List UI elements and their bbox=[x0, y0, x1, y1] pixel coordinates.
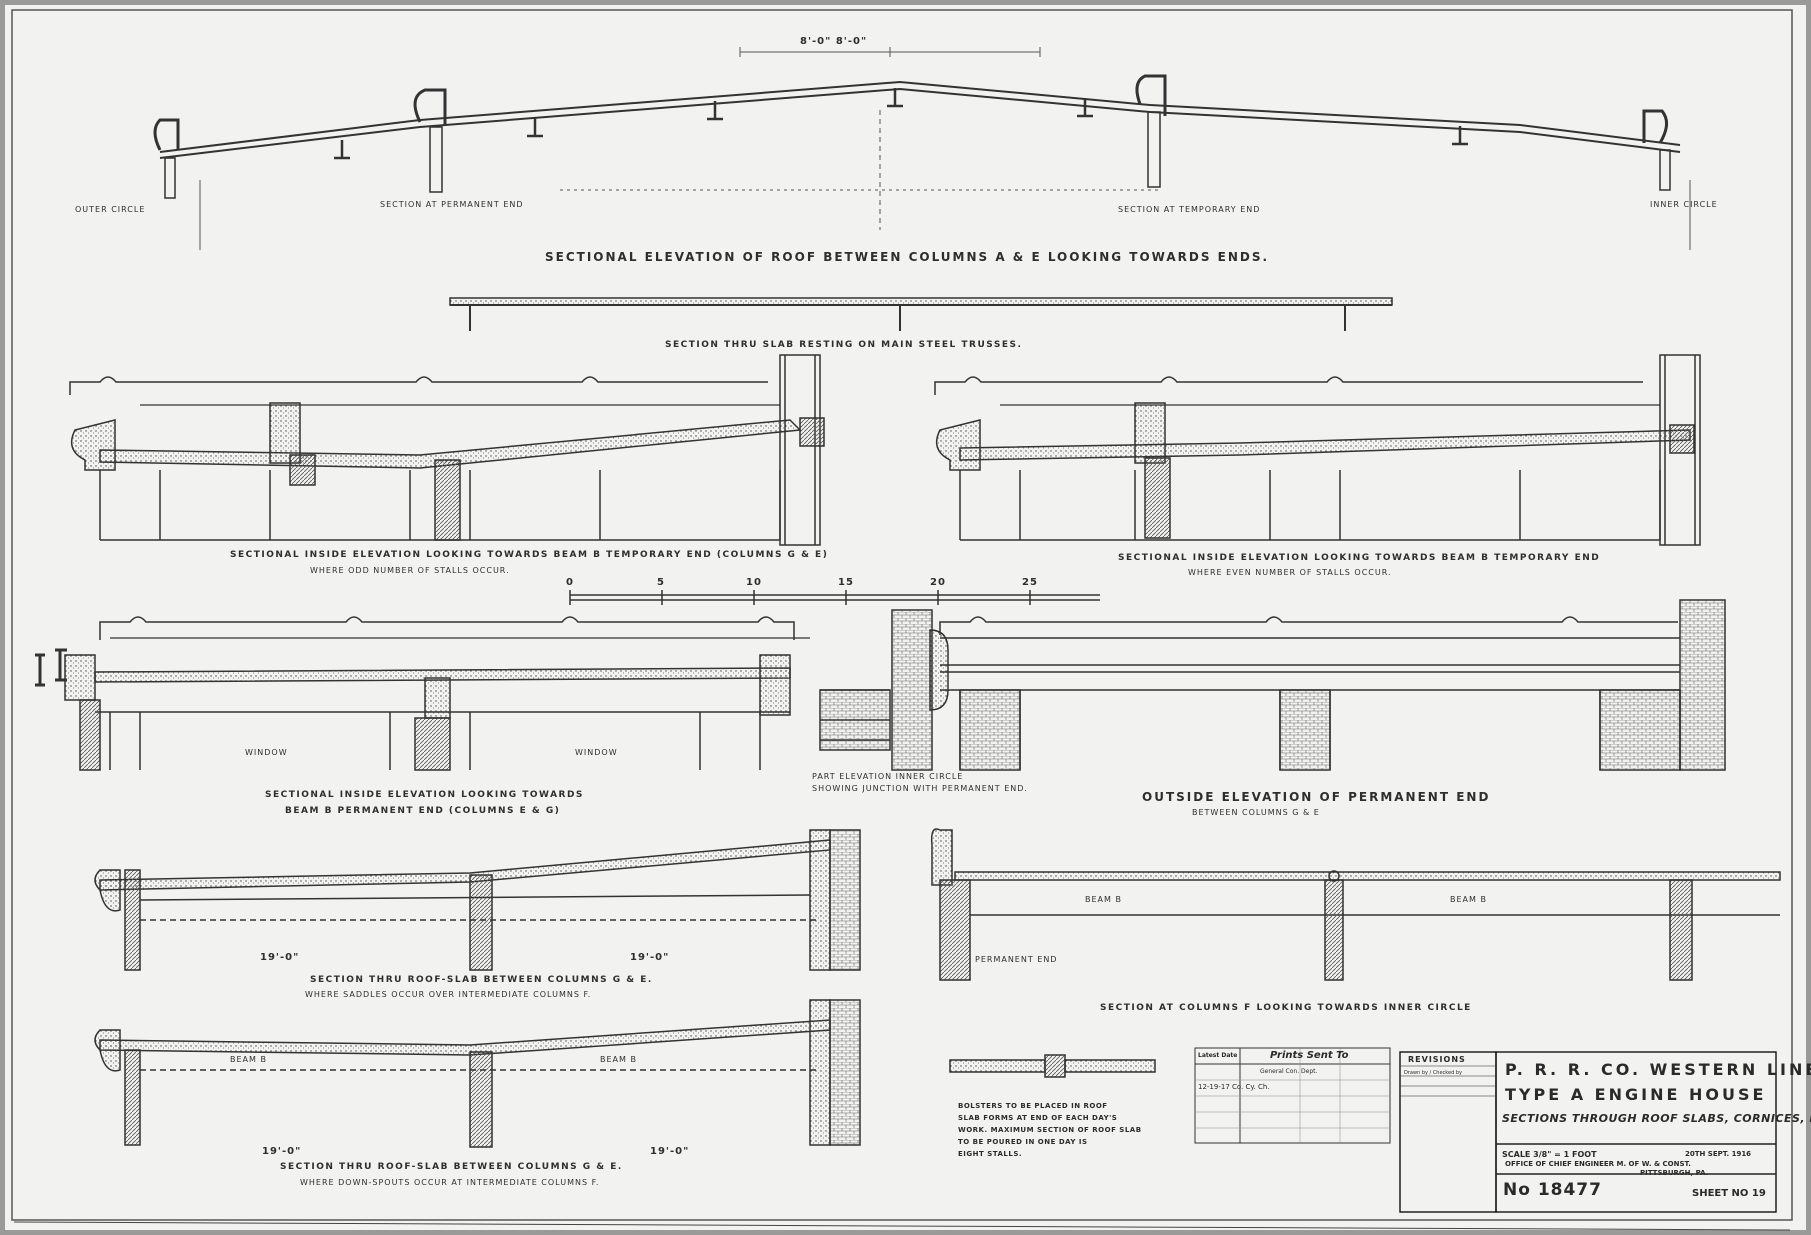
label-window-left: Window bbox=[245, 748, 288, 757]
scale-tick-15: 15 bbox=[838, 577, 854, 588]
slab-section-drawing bbox=[449, 297, 1393, 331]
subtitle-perm-end-inside: Beam B Permanent End (Columns E & G) bbox=[285, 806, 561, 816]
title-company: P. R. R. Co. Western Lines bbox=[1505, 1060, 1811, 1079]
label-beam-b-left: Beam B bbox=[1085, 895, 1122, 904]
title-section-saddles: Section thru Roof-Slab between Columns G… bbox=[310, 975, 653, 985]
temp-end-odd-drawing bbox=[69, 354, 825, 546]
label-part-elevation: Part Elevation Inner Circle bbox=[812, 772, 964, 781]
title-subject: Sections through Roof Slabs, Cornices, e… bbox=[1502, 1112, 1811, 1125]
subtitle-section-saddles: Where saddles occur over intermediate Co… bbox=[305, 990, 592, 999]
prints-sent-row: 12-19-17 Co. Cy. Ch. bbox=[1198, 1083, 1270, 1091]
subtitle-temp-end-even: Where even number of stalls occur. bbox=[1188, 568, 1392, 577]
slab-note-line: work. Maximum section of roof slab bbox=[958, 1126, 1142, 1134]
scale-tick-20: 20 bbox=[930, 577, 946, 588]
dim-19-c: 19'-0" bbox=[262, 1146, 302, 1157]
part-elevation-drawing bbox=[819, 609, 949, 771]
scale-tick-25: 25 bbox=[1022, 577, 1038, 588]
label-beam-b-right: Beam B bbox=[1450, 895, 1487, 904]
outside-elevation-drawing bbox=[939, 599, 1726, 771]
title-location: Pittsburgh, Pa. bbox=[1640, 1169, 1709, 1177]
label-section-temporary-end: Section at Temporary End bbox=[1118, 205, 1261, 214]
label-beam-b-lower-left: Beam B bbox=[230, 1055, 267, 1064]
slab-note-line: slab forms at end of each day's bbox=[958, 1114, 1118, 1122]
scale-tick-5: 5 bbox=[657, 577, 665, 588]
label-permanent-end: Permanent End bbox=[975, 955, 1058, 964]
roof-elevation-drawing bbox=[153, 74, 1681, 199]
scale-bar bbox=[569, 590, 1100, 605]
drawing-number: No 18477 bbox=[1503, 1180, 1602, 1200]
prints-sent-table bbox=[1194, 1047, 1391, 1144]
dim-19-d: 19'-0" bbox=[650, 1146, 690, 1157]
slab-note-line: to be poured in one day is bbox=[958, 1138, 1088, 1146]
slab-note-line: eight stalls. bbox=[958, 1150, 1023, 1158]
title-block-frame bbox=[1399, 1051, 1777, 1213]
label-part-elevation-sub: Showing junction with Permanent End. bbox=[812, 784, 1028, 793]
slab-note-line: Bolsters to be placed in roof bbox=[958, 1102, 1108, 1110]
title-office: Office of Chief Engineer M. of W. & Cons… bbox=[1505, 1160, 1691, 1168]
section-saddles-drawing bbox=[94, 829, 861, 971]
sheet-number: Sheet No 19 bbox=[1692, 1188, 1766, 1199]
title-slab-section: Section thru Slab resting on Main Steel … bbox=[665, 340, 1023, 350]
revisions-note: Drawn by / Checked by bbox=[1404, 1070, 1462, 1076]
subtitle-temp-end-odd: Where odd number of stalls occur. bbox=[310, 566, 510, 575]
prints-sent-latest-date: Latest Date bbox=[1198, 1052, 1238, 1059]
bolster-detail bbox=[949, 1054, 1156, 1078]
label-beam-b-lower-right: Beam B bbox=[600, 1055, 637, 1064]
perm-end-inside-drawing bbox=[35, 616, 810, 771]
dim-19-b: 19'-0" bbox=[630, 952, 670, 963]
label-inner-circle: Inner Circle bbox=[1650, 200, 1718, 209]
section-column-f-drawing bbox=[930, 828, 1781, 981]
prints-sent-header: Prints Sent To bbox=[1270, 1050, 1349, 1061]
revisions-header: Revisions bbox=[1408, 1055, 1466, 1064]
temp-end-even-drawing bbox=[934, 354, 1701, 546]
title-date: 20th Sept. 1916 bbox=[1685, 1150, 1752, 1158]
title-section-column-f: Section at Columns F Looking towards Inn… bbox=[1100, 1003, 1472, 1013]
dim-19-a: 19'-0" bbox=[260, 952, 300, 963]
title-section-downspouts: Section thru Roof-Slab between Columns G… bbox=[280, 1162, 623, 1172]
title-roof-elevation: Sectional Elevation of Roof between Colu… bbox=[545, 250, 1270, 264]
scale-tick-10: 10 bbox=[746, 577, 762, 588]
label-section-permanent-end: Section at Permanent End bbox=[380, 200, 524, 209]
title-temp-end-even: Sectional Inside Elevation Looking towar… bbox=[1118, 553, 1601, 563]
label-window-right: Window bbox=[575, 748, 618, 757]
title-perm-end-inside: Sectional Inside Elevation Looking towar… bbox=[265, 790, 584, 800]
title-temp-end-odd: Sectional Inside Elevation Looking towar… bbox=[230, 550, 829, 560]
label-top-dimension: 8'-0" 8'-0" bbox=[800, 36, 868, 47]
label-outer-circle: Outer Circle bbox=[75, 205, 146, 214]
title-building: Type A Engine House bbox=[1505, 1085, 1767, 1104]
scale-tick-0: 0 bbox=[566, 577, 574, 588]
title-scale: Scale 3/8" = 1 Foot bbox=[1502, 1150, 1597, 1159]
subtitle-outside-elevation: between Columns G & E bbox=[1192, 808, 1320, 817]
prints-sent-row: General Con. Dept. bbox=[1260, 1068, 1318, 1075]
section-downspouts-drawing bbox=[94, 999, 861, 1148]
title-outside-elevation: Outside Elevation of Permanent End bbox=[1142, 790, 1491, 804]
slab-note: Bolsters to be placed in roof slab forms… bbox=[958, 1100, 1142, 1160]
subtitle-section-downspouts: Where down-spouts occur at intermediate … bbox=[300, 1178, 600, 1187]
